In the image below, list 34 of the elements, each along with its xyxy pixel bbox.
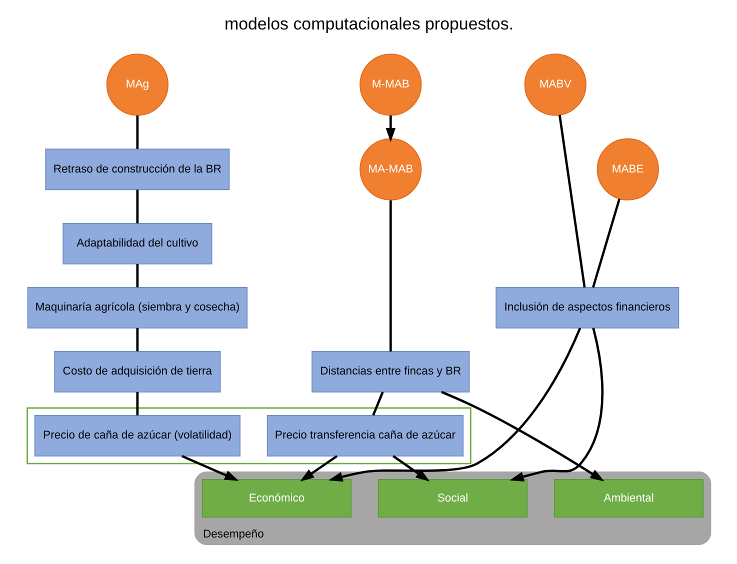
connector bbox=[136, 392, 138, 416]
connector bbox=[136, 328, 138, 352]
diagram-title: modelos computacionales propuestos. bbox=[224, 14, 514, 34]
node-circle: M-MAB bbox=[359, 54, 422, 116]
arrow bbox=[392, 455, 430, 482]
arrow bbox=[509, 328, 604, 482]
connector bbox=[372, 392, 384, 416]
node-box: Retraso de construcción de la BR bbox=[44, 148, 230, 190]
node-box: Distancias entre fincas y BR bbox=[311, 351, 470, 392]
node-circle: MABE bbox=[596, 138, 658, 200]
node-box: Inclusión de aspectos financieros bbox=[495, 287, 679, 328]
connector bbox=[558, 114, 586, 288]
connector bbox=[136, 190, 138, 224]
node-box: Ambiental bbox=[553, 479, 704, 518]
node-circle: MA-MAB bbox=[359, 138, 422, 200]
node-box: Económico bbox=[201, 479, 352, 518]
node-box: Costo de adquisición de tierra bbox=[54, 351, 220, 392]
connector bbox=[388, 200, 392, 352]
arrow bbox=[180, 455, 238, 481]
connector bbox=[136, 264, 138, 288]
node-box: Maquinaría agrícola (siembra y cosecha) bbox=[26, 287, 248, 328]
arrow bbox=[440, 390, 604, 482]
arrow bbox=[385, 116, 396, 142]
node-circle: MABV bbox=[524, 54, 586, 116]
connector bbox=[592, 198, 620, 288]
node-box: Adaptabilidad del cultivo bbox=[62, 223, 212, 264]
cluster bbox=[26, 407, 471, 464]
node-circle: MAg bbox=[106, 54, 168, 116]
node-box: Social bbox=[377, 479, 528, 518]
node-box: Precio de caña de azúcar (volatilidad) bbox=[34, 415, 240, 456]
node-box: Precio transferencia caña de azúcar bbox=[266, 415, 464, 456]
connector bbox=[136, 116, 138, 149]
arrow bbox=[299, 455, 338, 482]
arrow bbox=[328, 328, 581, 482]
